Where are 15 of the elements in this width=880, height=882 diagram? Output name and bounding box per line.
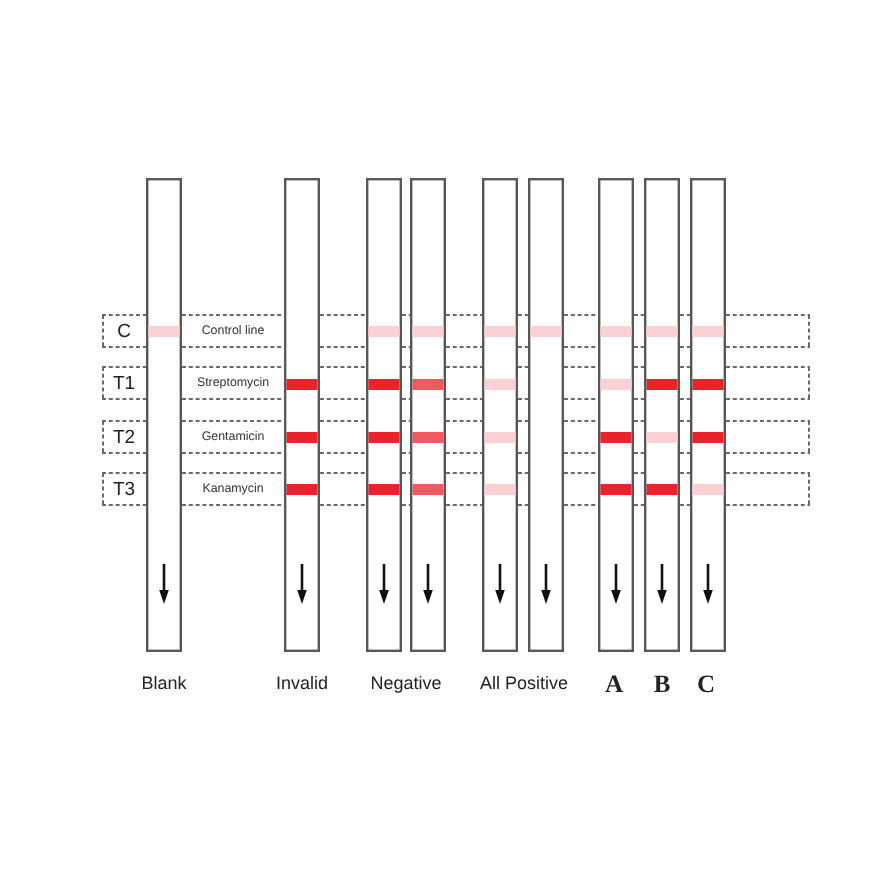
- strip-caption: All Positive: [480, 675, 568, 693]
- dashed-row-band: [102, 420, 810, 454]
- strip-caption: Negative: [370, 675, 442, 693]
- strip-caption: A: [604, 671, 624, 697]
- dashed-row-band: [102, 314, 810, 348]
- strip-caption: Blank: [141, 675, 187, 693]
- line-code-label: T1: [112, 373, 136, 393]
- strip-caption: Invalid: [276, 675, 328, 693]
- strip-caption: B: [653, 671, 671, 697]
- line-code-label: T2: [112, 427, 136, 447]
- dashed-row-band: [102, 472, 810, 506]
- strip-caption: C: [696, 671, 716, 697]
- dashed-row-band: [102, 366, 810, 400]
- line-code-label: T3: [112, 479, 136, 499]
- line-code-label: C: [117, 321, 131, 341]
